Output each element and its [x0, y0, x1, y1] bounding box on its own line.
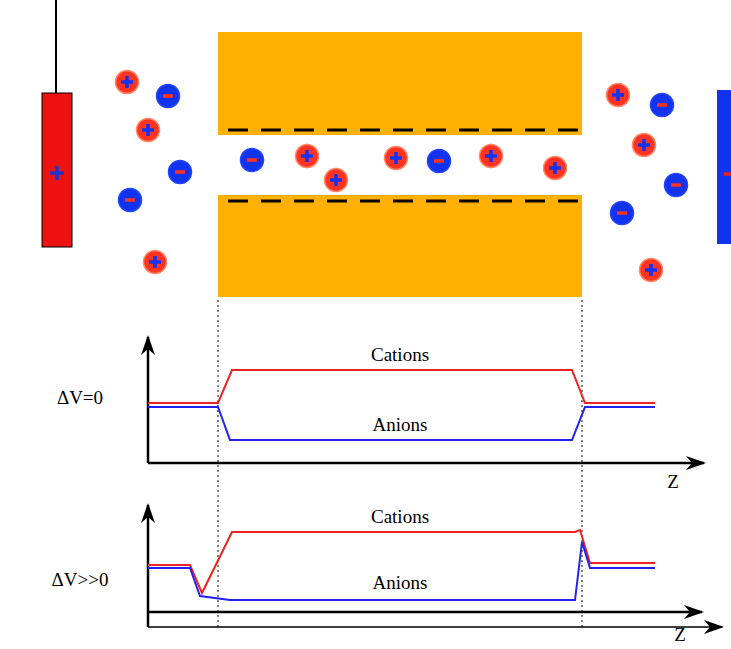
ion-group: [116, 71, 688, 282]
anion: [428, 150, 451, 173]
anion: [651, 94, 674, 117]
charge-sign: [390, 152, 402, 164]
ion-body: [544, 157, 567, 180]
charge-sign: [121, 76, 133, 88]
ion-body: [607, 84, 630, 107]
charge-sign: [330, 174, 342, 186]
x-axis: [148, 611, 702, 614]
anion: [611, 202, 634, 225]
anion: [241, 149, 264, 172]
curve-label: Anions: [373, 573, 428, 594]
cathode-electrode: [717, 90, 731, 244]
surface-charge: [228, 200, 582, 203]
cation: [640, 259, 663, 282]
ion-body: [651, 94, 674, 117]
ion-body: [137, 119, 160, 142]
charge-sign: [485, 150, 497, 162]
ion-body: [116, 71, 139, 94]
cation: [385, 147, 408, 170]
anode-electrode: [42, 93, 72, 247]
electrode-wire: [55, 0, 57, 93]
ion-body: [480, 145, 503, 168]
lower-wall: [218, 195, 582, 297]
axis-label: Z: [667, 472, 679, 493]
x-axis: [148, 626, 722, 628]
ion-body: [169, 161, 192, 184]
charge-sign: [434, 159, 444, 163]
charge-sign: [301, 150, 313, 162]
charge-sign: [612, 89, 624, 101]
charge-sign: [549, 162, 561, 174]
ion-body: [640, 259, 663, 282]
charge-sign: [617, 211, 627, 215]
anion: [169, 161, 192, 184]
anion: [119, 189, 142, 212]
curve-label: Anions: [373, 415, 428, 436]
charge-sign: [247, 158, 257, 162]
cation: [633, 134, 656, 157]
charge-sign: [671, 183, 681, 187]
minus-sign: [724, 172, 731, 176]
cation-profile: [148, 370, 655, 403]
ion-body: [633, 134, 656, 157]
charge-sign: [142, 124, 154, 136]
cation: [325, 169, 348, 192]
y-axis: [147, 337, 150, 463]
curve-label: Cations: [371, 345, 429, 366]
condition-label: ΔV=0: [57, 388, 103, 409]
charge-sign: [163, 94, 173, 98]
ion-body: [296, 145, 319, 168]
ion-body: [119, 189, 142, 212]
x-axis: [148, 462, 704, 465]
axis-label: Z: [674, 625, 686, 646]
charge-sign: [645, 264, 657, 276]
cation: [296, 145, 319, 168]
anion: [157, 85, 180, 108]
ion-body: [665, 174, 688, 197]
upper-wall: [218, 32, 582, 135]
ion-body: [241, 149, 264, 172]
curve-label: Cations: [371, 507, 429, 528]
ion-body: [611, 202, 634, 225]
cation: [144, 251, 167, 274]
anion-profile: [148, 542, 655, 600]
surface-charge: [228, 129, 582, 132]
charge-sign: [657, 103, 667, 107]
charge-sign: [149, 256, 161, 268]
condition-label: ΔV>>0: [52, 570, 109, 591]
charge-sign: [638, 139, 650, 151]
cation: [137, 119, 160, 142]
cation: [116, 71, 139, 94]
anion: [665, 174, 688, 197]
ion-body: [144, 251, 167, 274]
ion-body: [428, 150, 451, 173]
ion-body: [157, 85, 180, 108]
cation: [607, 84, 630, 107]
ion-body: [385, 147, 408, 170]
cation: [480, 145, 503, 168]
charge-sign: [175, 170, 185, 174]
plus-sign: [50, 166, 64, 180]
anion-profile: [148, 407, 655, 440]
ion-body: [325, 169, 348, 192]
charge-sign: [125, 198, 135, 202]
cation: [544, 157, 567, 180]
